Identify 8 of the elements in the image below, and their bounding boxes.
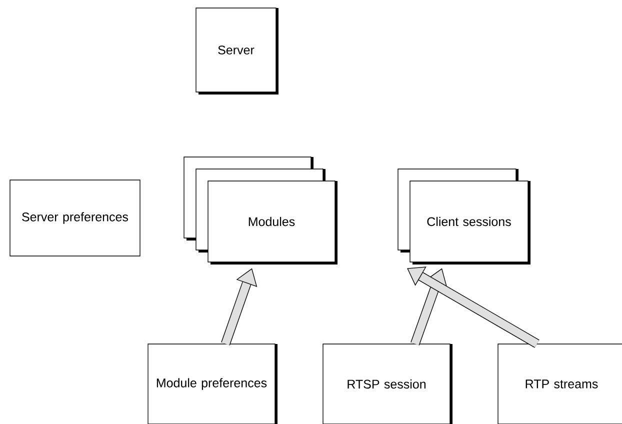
box: Server	[196, 8, 278, 94]
box: Module preferences	[148, 344, 278, 424]
box: RTSP session	[322, 344, 452, 424]
box: RTP streams	[498, 344, 622, 424]
stacked-boxes: Modules	[184, 156, 338, 264]
arrow	[407, 266, 540, 348]
box: Server preferences	[10, 180, 140, 256]
stacked-boxes: Client sessions	[398, 168, 530, 264]
